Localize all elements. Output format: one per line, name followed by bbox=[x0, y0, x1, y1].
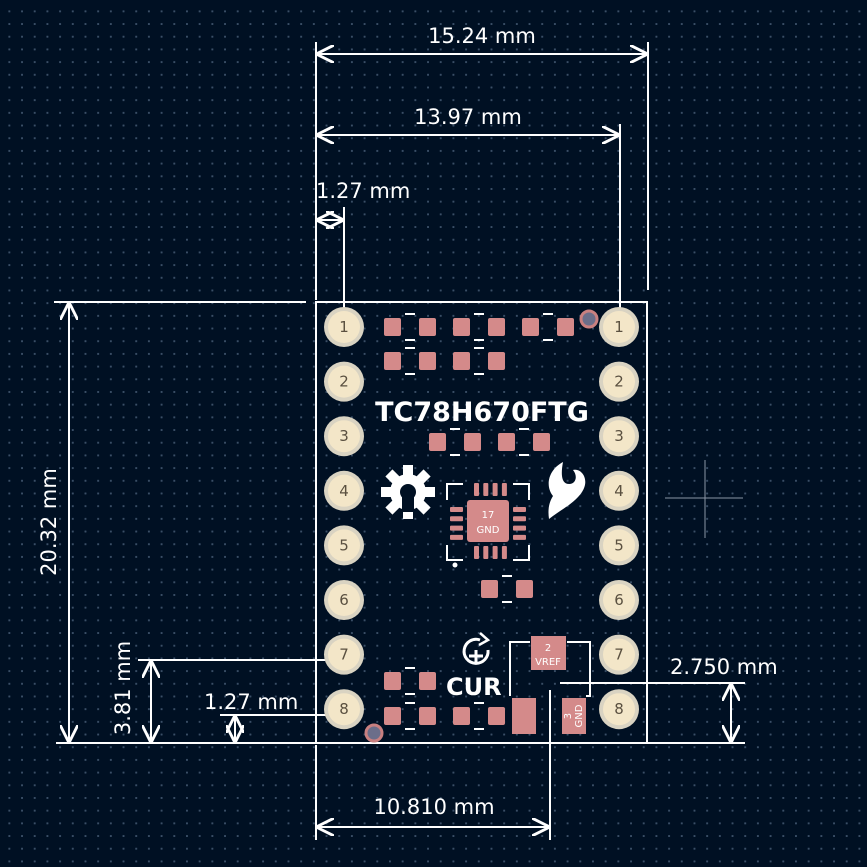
passive-component-8 bbox=[481, 575, 533, 603]
cur-label: CUR bbox=[446, 673, 502, 701]
motor-driver-ic: 17 GND bbox=[446, 483, 530, 568]
passive-component-1 bbox=[384, 313, 436, 341]
pin-left-7: 7 bbox=[324, 634, 364, 675]
dimension-width-overall bbox=[315, 42, 649, 300]
pin-left-number: 3 bbox=[339, 427, 349, 445]
pin-right-2: 2 bbox=[599, 361, 639, 402]
pin-left-1: 1 bbox=[324, 307, 364, 347]
dimension-right-offset bbox=[560, 682, 745, 744]
pin-right-number: 5 bbox=[614, 536, 624, 554]
pin-left-number: 1 bbox=[339, 318, 349, 336]
pin-right-3: 3 bbox=[599, 416, 639, 457]
dimension-bottom-offset bbox=[315, 690, 551, 840]
current-adjust-icon bbox=[462, 632, 491, 665]
pin-left-8: 8 bbox=[324, 689, 364, 730]
flame-logo-icon bbox=[548, 462, 586, 519]
pin-left-number: 4 bbox=[339, 482, 349, 500]
dimension-height bbox=[54, 301, 316, 744]
passive-component-4 bbox=[384, 347, 436, 375]
gnd-pad-net: GND bbox=[574, 704, 585, 727]
passive-component-3 bbox=[522, 313, 574, 341]
smd-passives bbox=[384, 313, 574, 730]
pin-left-number: 5 bbox=[339, 536, 349, 554]
passive-component-10 bbox=[384, 702, 436, 730]
pin-right-5: 5 bbox=[599, 525, 639, 566]
pin-left-number: 6 bbox=[339, 591, 349, 609]
part-name-silkscreen: TC78H670FTG bbox=[375, 397, 589, 428]
dimension-width-pins bbox=[318, 124, 621, 310]
pin-right-8: 8 bbox=[599, 689, 639, 730]
cursor-crosshair bbox=[665, 460, 743, 538]
pin-right-number: 4 bbox=[614, 482, 624, 500]
pin-right-6: 6 bbox=[599, 580, 639, 620]
dimension-pin-bottom-offset bbox=[220, 714, 334, 741]
pin-right-number: 1 bbox=[614, 318, 624, 336]
passive-component-7 bbox=[498, 428, 550, 456]
trimpot-pad-vref bbox=[531, 636, 566, 670]
dimension-right-offset-label: 2.750 mm bbox=[670, 655, 778, 679]
gnd-pad-number: 3 bbox=[563, 713, 574, 719]
pin-header-left: 1 2 3 4 5 6 7 8 bbox=[324, 307, 364, 730]
trimpot-pad-gnd bbox=[562, 698, 586, 734]
pin-left-number: 8 bbox=[339, 700, 349, 718]
via-top bbox=[579, 309, 599, 329]
pin-right-7: 7 bbox=[599, 634, 639, 675]
dimension-width-pins-label: 13.97 mm bbox=[414, 105, 522, 129]
vref-pad-net: VREF bbox=[535, 657, 561, 668]
dimension-width-overall-label: 15.24 mm bbox=[428, 24, 536, 48]
passive-component-6 bbox=[429, 428, 481, 456]
pin-right-1: 1 bbox=[599, 307, 639, 347]
passive-component-9 bbox=[384, 667, 436, 695]
pin-left-5: 5 bbox=[324, 525, 364, 566]
dimension-bottom-offset-label: 10.810 mm bbox=[373, 795, 494, 819]
passive-component-5 bbox=[453, 347, 505, 375]
dimension-pin-spacing bbox=[138, 659, 334, 741]
dimension-pin-offset bbox=[318, 207, 345, 310]
ic-pad-net: GND bbox=[477, 525, 500, 536]
dimension-pin-offset-label: 1.27 mm bbox=[316, 179, 410, 203]
pin-right-4: 4 bbox=[599, 470, 639, 511]
passive-component-2 bbox=[453, 313, 505, 341]
trimpot-outline bbox=[509, 641, 591, 697]
pin-left-3: 3 bbox=[324, 416, 364, 457]
pin-right-number: 2 bbox=[614, 373, 624, 391]
pin-right-number: 3 bbox=[614, 427, 624, 445]
pin-left-4: 4 bbox=[324, 470, 364, 511]
passive-component-11 bbox=[453, 702, 505, 730]
pin-left-2: 2 bbox=[324, 361, 364, 402]
via-bottom bbox=[364, 723, 384, 743]
pin-right-number: 8 bbox=[614, 700, 624, 718]
open-hardware-logo-icon bbox=[381, 465, 435, 519]
pin-left-6: 6 bbox=[324, 580, 364, 620]
pin-left-number: 2 bbox=[339, 373, 349, 391]
pin-header-right: 1 2 3 4 5 6 7 8 bbox=[599, 307, 639, 730]
pin-right-number: 7 bbox=[614, 646, 624, 664]
dimension-pin-spacing-label: 3.81 mm bbox=[111, 641, 135, 735]
dimension-height-label: 20.32 mm bbox=[37, 468, 61, 576]
board-outline bbox=[315, 301, 648, 744]
pin-left-number: 7 bbox=[339, 646, 349, 664]
dimension-pin-bottom-offset-label: 1.27 mm bbox=[204, 690, 298, 714]
ic-pad-number: 17 bbox=[482, 510, 495, 521]
vref-pad-number: 2 bbox=[545, 643, 551, 654]
trimpot-pad-left bbox=[512, 698, 536, 734]
pin-right-number: 6 bbox=[614, 591, 624, 609]
